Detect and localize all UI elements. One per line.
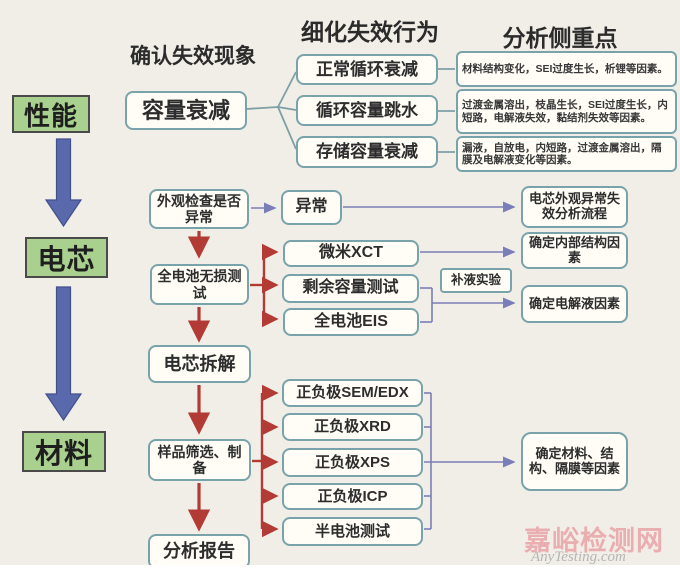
blue-stage-arrows <box>44 138 83 422</box>
node-abnormal: 异常 <box>281 190 342 225</box>
bottom-white-strip <box>0 565 680 577</box>
purple-arrow-lines <box>251 201 516 530</box>
node-cycle-capacity-dive: 循环容量跳水 <box>296 95 438 126</box>
header-refine-behavior: 细化失效行为 <box>301 19 439 45</box>
desc-focus-normal: 材料结构变化，SEI过度生长，析锂等因素。 <box>456 51 677 87</box>
node-electrode-icp: 正负极ICP <box>282 483 423 510</box>
red-bracket-material <box>252 384 279 538</box>
node-micro-xct: 微米XCT <box>283 240 419 267</box>
node-capacity-fade: 容量衰减 <box>125 91 247 130</box>
teal-fan-lines <box>245 68 455 153</box>
watermark-en: AnyTesting.com <box>531 549 626 565</box>
node-sample-screening: 样品筛选、制备 <box>148 439 251 481</box>
header-confirm-failure: 确认失效现象 <box>130 45 256 68</box>
node-electrolyte-factor: 确定电解液因素 <box>521 285 628 323</box>
node-material-factors: 确定材料、结构、隔膜等因素 <box>521 432 628 491</box>
node-normal-cycle-fade: 正常循环衰减 <box>296 54 438 85</box>
node-internal-structure-factor: 确定内部结构因素 <box>521 232 628 269</box>
watermark-cn: 嘉峪检测网 <box>524 526 664 556</box>
node-electrode-xps: 正负极XPS <box>282 448 423 477</box>
node-abnormal-flow: 电芯外观异常失效分析流程 <box>521 186 628 228</box>
stage-material: 材料 <box>22 431 106 472</box>
node-storage-capacity-fade: 存储容量衰减 <box>296 136 438 168</box>
node-full-cell-ndt: 全电池无损测试 <box>150 264 249 305</box>
header-analysis-focus: 分析侧重点 <box>502 25 618 51</box>
node-full-cell-eis: 全电池EIS <box>283 308 419 336</box>
desc-focus-dive: 过渡金属溶出，枝晶生长，SEI过度生长，内短路，电解液失效，黏结剂失效等因素。 <box>456 89 677 134</box>
node-refill-experiment: 补液实验 <box>440 268 512 293</box>
red-bracket-ndt <box>250 243 279 328</box>
node-visual-inspection: 外观检查是否异常 <box>149 189 249 229</box>
stage-performance: 性能 <box>12 95 90 133</box>
node-half-cell-test: 半电池测试 <box>282 517 423 546</box>
node-electrode-xrd: 正负极XRD <box>282 413 423 441</box>
node-residual-capacity-test: 剩余容量测试 <box>282 274 419 303</box>
node-electrode-sem-edx: 正负极SEM/EDX <box>282 379 423 407</box>
node-analysis-report: 分析报告 <box>148 534 250 569</box>
node-cell-disassembly: 电芯拆解 <box>148 345 251 383</box>
desc-focus-storage: 漏液，自放电，内短路，过渡金属溶出，隔膜及电解液变化等因素。 <box>456 136 677 172</box>
stage-cell: 电芯 <box>25 237 108 278</box>
